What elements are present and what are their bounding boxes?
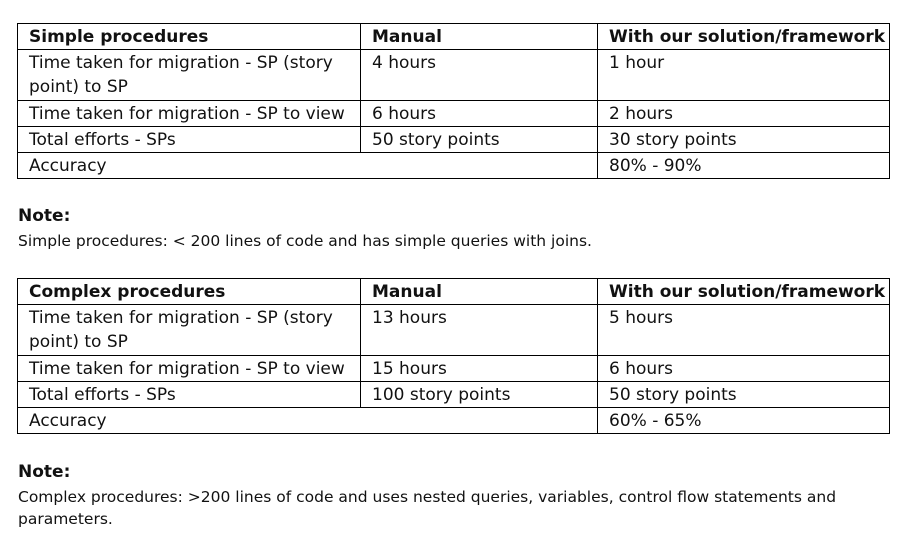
table-row: Time taken for migration - SP to view 6 … <box>17 100 890 127</box>
table-cell: 1 hour <box>597 49 890 101</box>
table-cell: Time taken for migration - SP (story poi… <box>17 304 361 356</box>
complex-procedures-table: Complex procedures Manual With our solut… <box>17 278 890 434</box>
table-cell: 6 hours <box>360 100 598 127</box>
table-row: Time taken for migration - SP to view 15… <box>17 355 890 382</box>
table-cell: 4 hours <box>360 49 598 101</box>
table-cell: 6 hours <box>597 355 890 382</box>
accuracy-row: Accuracy 80% - 90% <box>17 152 890 179</box>
note-title: Note: <box>18 462 71 482</box>
column-header: Manual <box>360 23 598 50</box>
simple-procedures-table: Simple procedures Manual With our soluti… <box>17 23 890 179</box>
column-header: Simple procedures <box>17 23 361 50</box>
accuracy-row: Accuracy 60% - 65% <box>17 407 890 434</box>
table-cell: 2 hours <box>597 100 890 127</box>
table-row: Time taken for migration - SP (story poi… <box>17 49 890 101</box>
table-cell: 50 story points <box>360 126 598 153</box>
accuracy-label: Accuracy <box>17 152 598 179</box>
table-cell: Total efforts - SPs <box>17 126 361 153</box>
column-header: With our solution/framework <box>597 278 890 305</box>
column-header: Manual <box>360 278 598 305</box>
note-text: Complex procedures: >200 lines of code a… <box>18 488 837 528</box>
table-cell: Time taken for migration - SP (story poi… <box>17 49 361 101</box>
table-cell: 50 story points <box>597 381 890 408</box>
table-row: Time taken for migration - SP (story poi… <box>17 304 890 356</box>
accuracy-value: 80% - 90% <box>597 152 890 179</box>
column-header: Complex procedures <box>17 278 361 305</box>
table-cell: 5 hours <box>597 304 890 356</box>
note-text: Simple procedures: < 200 lines of code a… <box>18 232 592 250</box>
column-header: With our solution/framework <box>597 23 890 50</box>
note-title: Note: <box>18 206 71 226</box>
table-cell: Total efforts - SPs <box>17 381 361 408</box>
table-row: Total efforts - SPs 100 story points 50 … <box>17 381 890 408</box>
table-cell: 30 story points <box>597 126 890 153</box>
table-cell: 15 hours <box>360 355 598 382</box>
table-cell: Time taken for migration - SP to view <box>17 355 361 382</box>
table-row: Total efforts - SPs 50 story points 30 s… <box>17 126 890 153</box>
accuracy-value: 60% - 65% <box>597 407 890 434</box>
accuracy-label: Accuracy <box>17 407 598 434</box>
table-header-row: Simple procedures Manual With our soluti… <box>17 23 890 50</box>
table-cell: Time taken for migration - SP to view <box>17 100 361 127</box>
table-header-row: Complex procedures Manual With our solut… <box>17 278 890 305</box>
table-cell: 13 hours <box>360 304 598 356</box>
table-cell: 100 story points <box>360 381 598 408</box>
